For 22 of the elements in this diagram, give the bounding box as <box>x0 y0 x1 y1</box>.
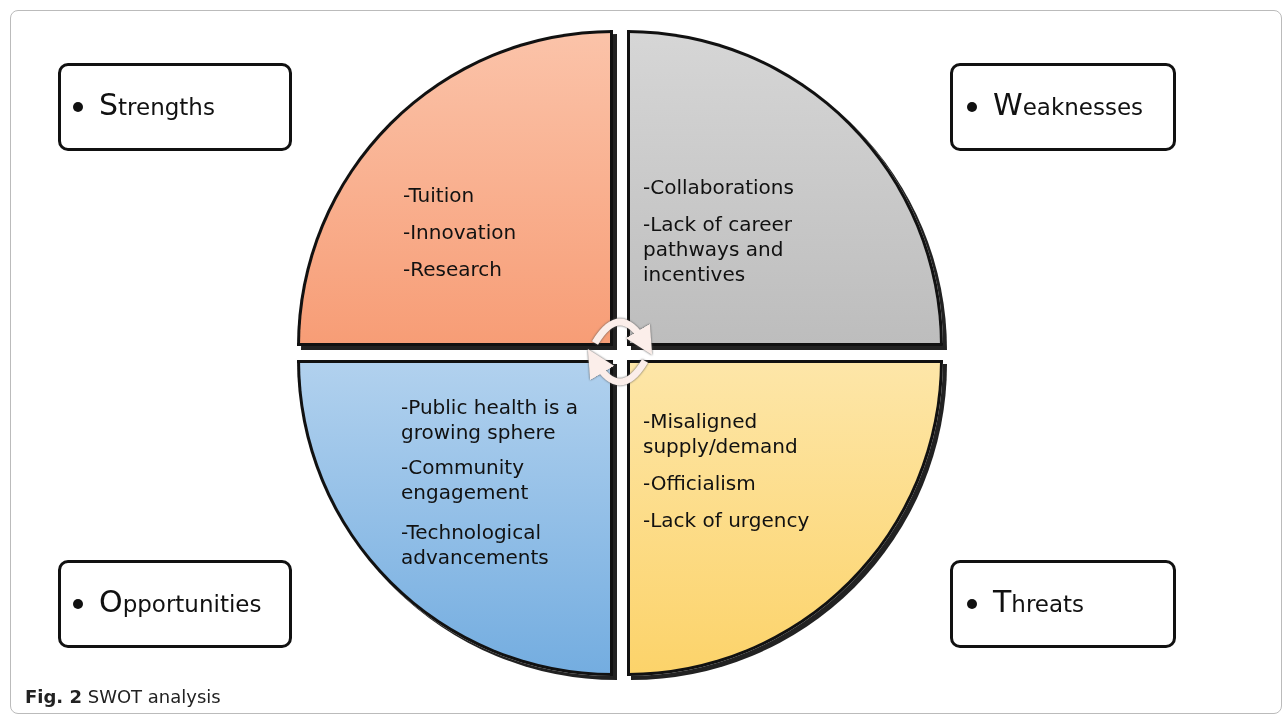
list-item: -Public health is a growing sphere <box>401 395 580 445</box>
label-box <box>58 63 292 151</box>
list-item: -Tuition <box>403 183 476 208</box>
list-item: -Misaligned supply/demand <box>643 409 799 459</box>
list-item: -Technological advancements <box>401 520 550 570</box>
list-item: -Collaborations <box>643 175 795 200</box>
heading-text: Threats <box>993 584 1085 619</box>
list-item: -Innovation <box>403 220 518 245</box>
heading-text: Weaknesses <box>993 87 1144 122</box>
label-box <box>950 560 1176 648</box>
label-box <box>58 560 292 648</box>
list-item: -Lack of career pathways and incentives <box>643 212 794 287</box>
curved-arrow <box>587 349 648 386</box>
curved-arrow <box>592 318 653 355</box>
list-item: -Officialism <box>643 471 757 496</box>
figure-caption: Fig. 2 SWOT analysis <box>25 686 221 707</box>
heading-text: Strengths <box>99 87 215 122</box>
heading-text: Opportunities <box>99 584 262 619</box>
label-box <box>950 63 1176 151</box>
list-item: -Community engagement <box>401 455 530 505</box>
list-item: -Research <box>403 257 503 282</box>
list-item: -Lack of urgency <box>643 508 811 533</box>
